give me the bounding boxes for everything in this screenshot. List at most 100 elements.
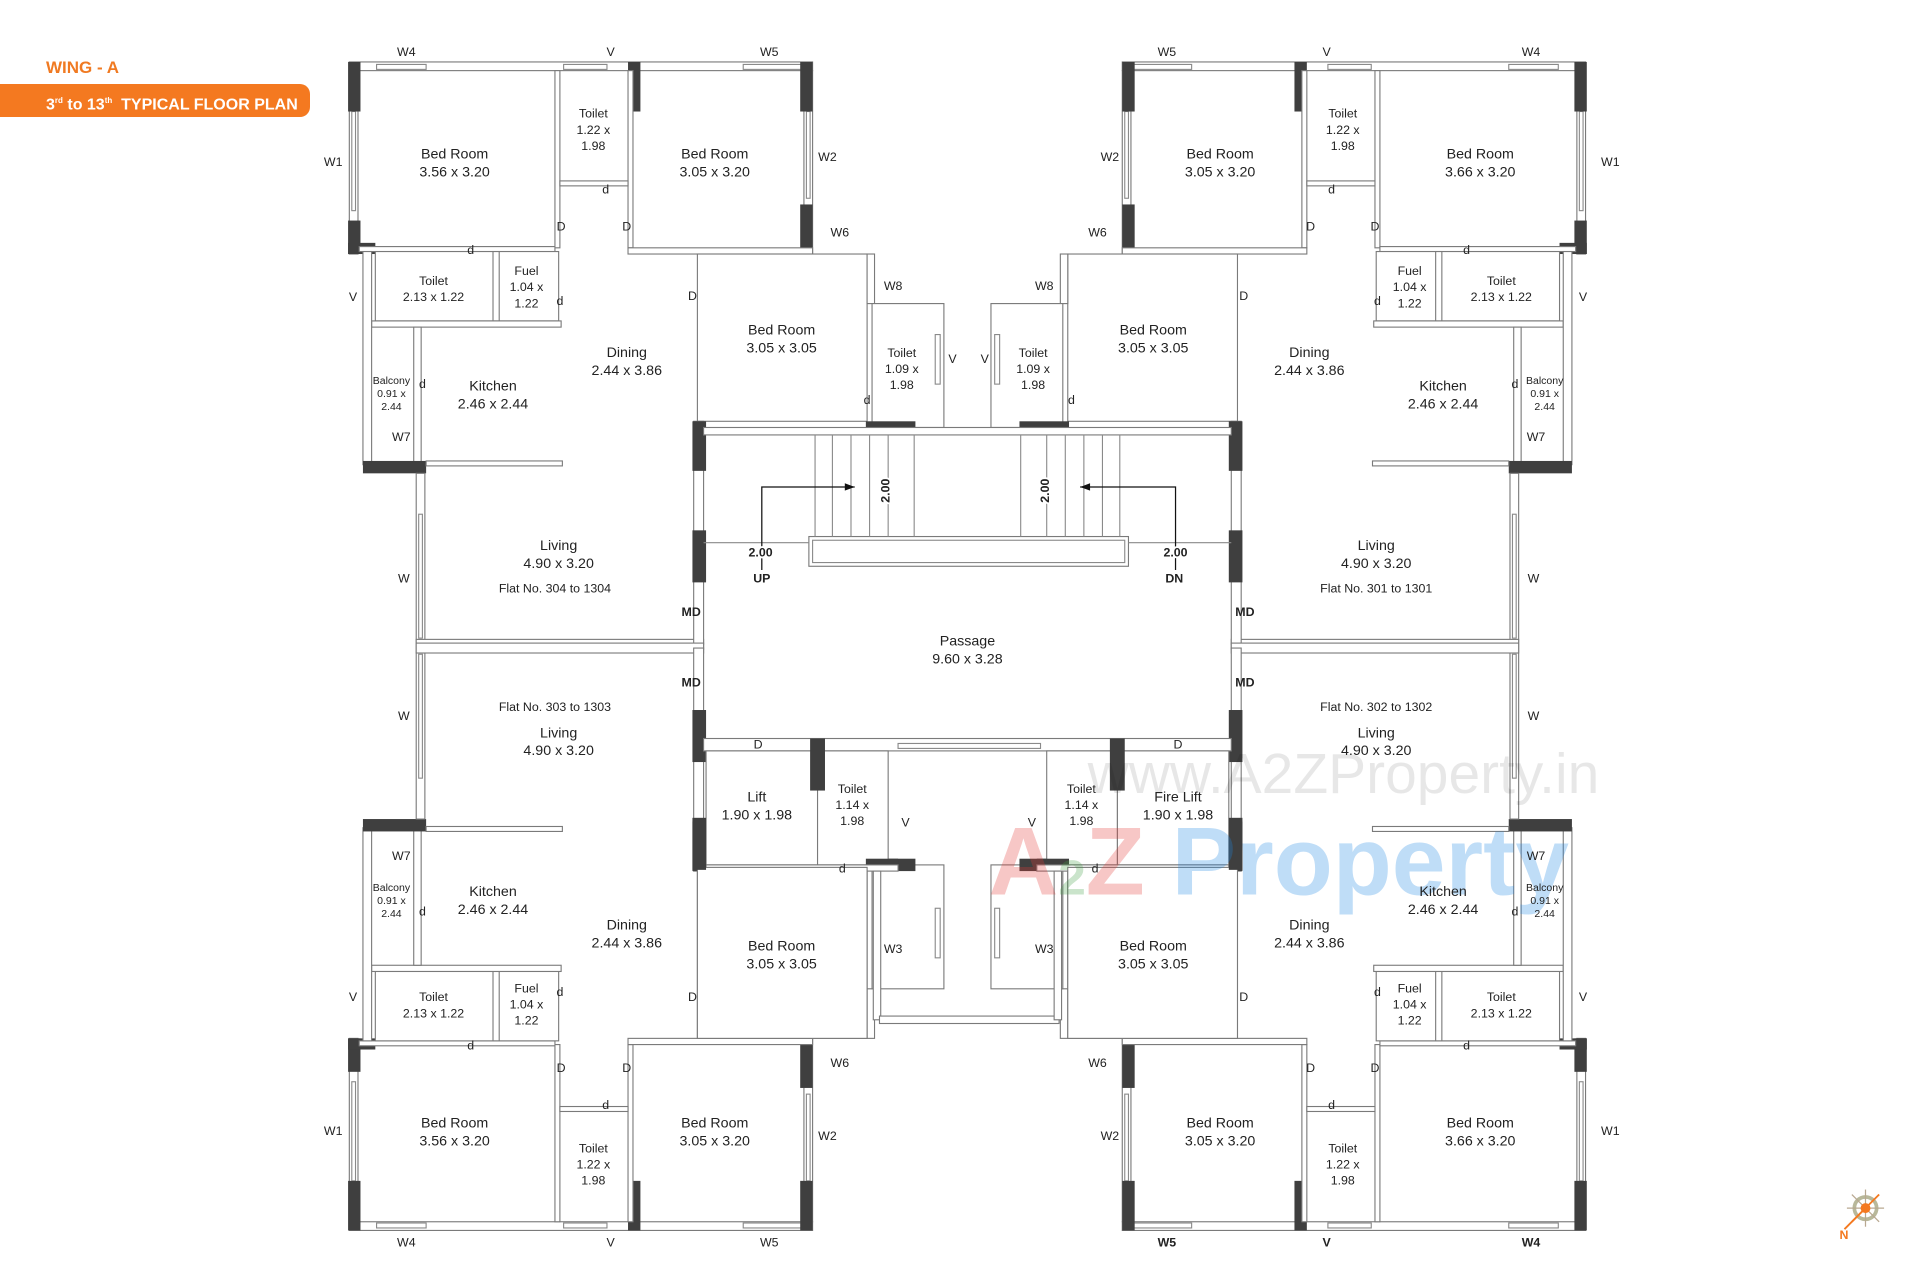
- opening-tag: D: [1239, 289, 1248, 303]
- opening-tag: d: [1328, 1098, 1335, 1112]
- room-label-line: Bed Room: [1447, 1116, 1514, 1132]
- opening-tag: W4: [1522, 1236, 1541, 1250]
- room-label-line: Flat No. 301 to 1301: [1320, 581, 1432, 595]
- room-label-line: 2.44 x 3.86: [1274, 363, 1345, 379]
- room-label-line: Balcony: [1526, 882, 1564, 894]
- opening-tag: UP: [753, 571, 770, 585]
- opening-tag: W7: [1527, 849, 1546, 863]
- room-label-line: Toilet: [579, 1141, 608, 1155]
- opening-tag: W2: [818, 150, 837, 164]
- opening-tag: W2: [818, 1129, 837, 1143]
- opening-tag: D: [1306, 1061, 1315, 1075]
- opening-tag: W6: [1088, 226, 1107, 240]
- room-label-line: 1.14 x: [1065, 798, 1100, 812]
- opening-tag: W7: [1527, 430, 1546, 444]
- room-label-line: Toilet: [419, 274, 448, 288]
- watermark-logo-word: Property: [1172, 809, 1570, 916]
- room-label-line: 1.90 x 1.98: [1143, 808, 1214, 824]
- watermark: www.A2ZProperty.in A2Z Property: [988, 742, 1599, 916]
- compass: N: [1839, 1189, 1885, 1242]
- opening-tag: D: [1370, 219, 1379, 233]
- opening-tag: W5: [1158, 1236, 1177, 1250]
- room-label-line: 2.46 x 2.44: [458, 396, 529, 412]
- north-label: N: [1839, 1228, 1848, 1242]
- opening-tag: D: [688, 289, 697, 303]
- floor-from-suffix: rd: [54, 96, 63, 105]
- room-label-line: 1.98: [1331, 1174, 1355, 1188]
- opening-tag: V: [981, 352, 990, 366]
- room-label: Bed Room 3.05 x 3.20: [680, 1116, 751, 1150]
- opening-tag: D: [1306, 219, 1315, 233]
- room-label-line: Kitchen: [1419, 884, 1466, 900]
- room-label-line: Toilet: [579, 107, 608, 121]
- opening-tag: W6: [1088, 1056, 1107, 1070]
- room-label-line: 3.66 x 3.20: [1445, 1134, 1516, 1150]
- room-label-line: Balcony: [373, 882, 411, 894]
- room-label-line: Toilet: [1019, 346, 1048, 360]
- room-label-line: 1.98: [1331, 139, 1355, 153]
- opening-tag: V: [948, 352, 957, 366]
- room-label-line: 1.98: [840, 814, 864, 828]
- room-label-line: 1.04 x: [1393, 998, 1428, 1012]
- opening-tag: W5: [760, 1236, 779, 1250]
- floor-to-suffix: th: [104, 96, 113, 105]
- opening-tag: W1: [1601, 155, 1620, 169]
- room-label: Flat No. 303 to 1303: [499, 700, 611, 714]
- room-label-line: Flat No. 304 to 1304: [499, 581, 611, 595]
- room-label-line: Kitchen: [469, 378, 516, 394]
- room-label: Bed Room 3.66 x 3.20: [1445, 1116, 1516, 1150]
- room-label-line: Bed Room: [421, 1116, 488, 1132]
- room-label-line: 0.91 x: [1530, 388, 1559, 400]
- room-label-line: Living: [540, 538, 577, 554]
- opening-tag: MD: [682, 675, 701, 689]
- room-label-line: Kitchen: [469, 884, 516, 900]
- opening-tag: d: [556, 985, 563, 999]
- room-label-line: 3.05 x 3.20: [1185, 165, 1256, 181]
- room-label-line: 2.13 x 1.22: [403, 1006, 464, 1020]
- opening-tag: 2.00: [749, 545, 773, 559]
- wing-title: WING - A: [46, 58, 120, 77]
- opening-tag: d: [467, 243, 474, 257]
- opening-tag: 2.00: [878, 479, 892, 503]
- opening-tag: D: [622, 219, 631, 233]
- room-label-line: Bed Room: [681, 1116, 748, 1132]
- opening-tag: W4: [1522, 45, 1541, 59]
- opening-tag: W7: [392, 430, 411, 444]
- watermark-logo-a: A: [988, 809, 1058, 916]
- opening-tag: d: [602, 182, 609, 196]
- watermark-logo-z: Z: [1086, 809, 1145, 916]
- room-label-line: 1.22: [514, 296, 538, 310]
- room-label-line: Balcony: [373, 375, 411, 387]
- room-label-line: 3.05 x 3.20: [680, 1134, 751, 1150]
- floor-to: to 13: [67, 96, 105, 114]
- room-label-line: 1.22: [514, 1014, 538, 1028]
- room-label: Flat No. 304 to 1304: [499, 581, 611, 595]
- opening-tag: MD: [1235, 675, 1254, 689]
- room-label: Flat No. 301 to 1301: [1320, 581, 1432, 595]
- room-label-line: 2.46 x 2.44: [1408, 396, 1479, 412]
- room-label-line: Toilet: [419, 990, 448, 1004]
